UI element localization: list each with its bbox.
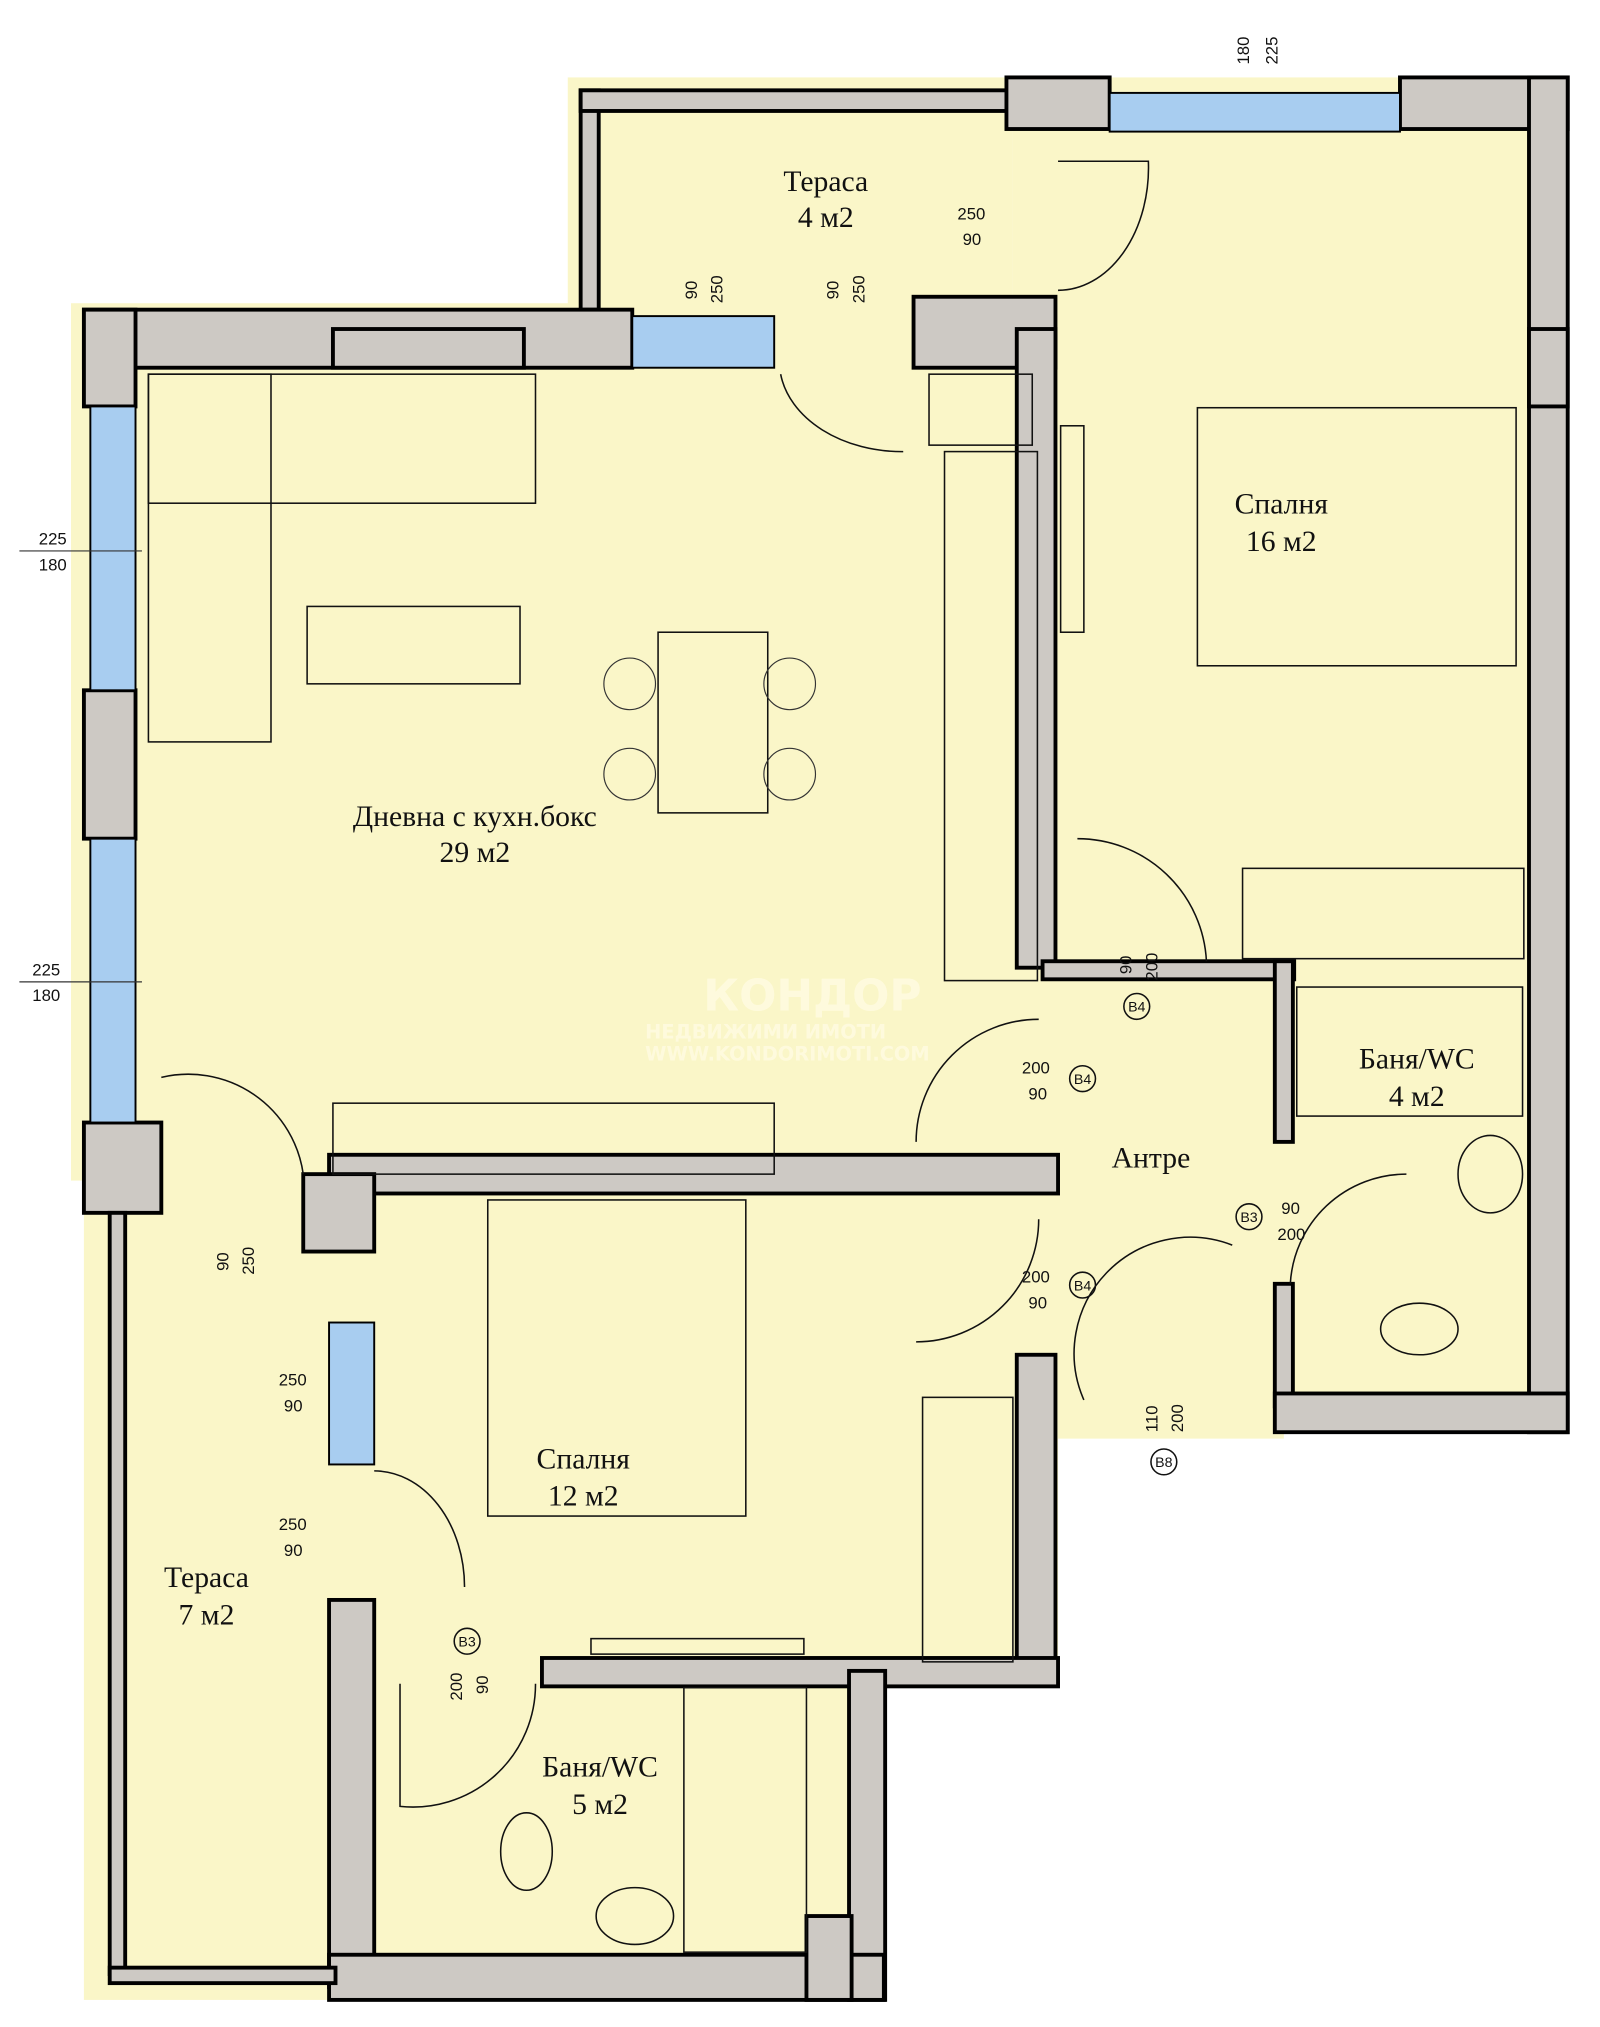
toilet-5 <box>499 1812 554 1892</box>
room-area: 29 м2 <box>440 837 511 869</box>
door-tag: В8 <box>1155 1455 1172 1471</box>
room-area: 4 м2 <box>1389 1081 1445 1113</box>
dim: 200 <box>1142 953 1161 981</box>
dim: 90 <box>1117 955 1136 974</box>
terrace-4-area <box>567 77 1013 317</box>
room-name: Дневна с кухн.бокс <box>353 801 597 833</box>
bed-12 <box>486 1199 747 1517</box>
walls <box>81 75 1570 2002</box>
dim: 110 <box>1142 1405 1161 1432</box>
bath-4-area <box>1277 974 1568 1413</box>
window-living-top <box>631 315 776 369</box>
door-tags: В4 В4 В4 В3 В3 В8 <box>453 992 1263 1655</box>
dim: 250 <box>957 204 985 223</box>
dim: 90 <box>213 1252 232 1271</box>
dim: 90 <box>1281 1199 1300 1218</box>
wardrobe-16 <box>1241 867 1525 960</box>
tv-unit-living <box>332 1102 775 1175</box>
dim: 200 <box>447 1673 466 1701</box>
dim: 225 <box>1262 37 1281 65</box>
room-labels: Тераса 4 м2 Спалня 16 м2 Дневна с кухн.б… <box>164 166 1475 1821</box>
room-name: Спалня <box>537 1443 631 1475</box>
hall-area <box>1038 961 1284 1439</box>
dim: 90 <box>473 1675 492 1694</box>
door-tag: В4 <box>1128 1000 1145 1016</box>
room-name: Баня/WC <box>542 1752 658 1784</box>
sink-5 <box>595 1886 675 1946</box>
door-swing-terrace <box>1058 160 1150 292</box>
coffee-table <box>306 605 521 685</box>
dim: 90 <box>824 281 843 300</box>
toilet-4 <box>1379 1302 1459 1356</box>
bedroom-12-area <box>322 1174 1059 1684</box>
dim: 90 <box>963 230 982 249</box>
room-name: Тераса <box>164 1562 249 1594</box>
dim: 90 <box>682 281 701 300</box>
room-area: 12 м2 <box>548 1481 619 1513</box>
dim: 225 <box>39 529 67 548</box>
dim: 180 <box>32 986 60 1005</box>
door-tag: В3 <box>1240 1210 1257 1226</box>
shower-4 <box>1295 986 1524 1117</box>
room-name: Антре <box>1112 1143 1191 1175</box>
window-living-left-2 <box>89 837 137 1124</box>
watermark-url: WWW.KONDORIMOTI.COM <box>645 1043 929 1066</box>
dim: 250 <box>279 1371 307 1390</box>
bathtub-5 <box>683 1686 808 1953</box>
dim: 250 <box>279 1515 307 1534</box>
sink-4 <box>1457 1134 1524 1214</box>
door-tag: В4 <box>1074 1072 1091 1088</box>
room-area: 5 м2 <box>572 1789 628 1821</box>
dim: 200 <box>1022 1058 1050 1077</box>
watermark-subtitle: НЕДВИЖИМИ ИМОТИ <box>645 1021 886 1044</box>
bath-5-area <box>341 1670 859 1994</box>
bedroom-16-area <box>1012 77 1568 981</box>
room-area: 16 м2 <box>1246 526 1317 558</box>
dim: 90 <box>1028 1293 1047 1312</box>
room-area: 4 м2 <box>798 202 854 234</box>
dim: 90 <box>284 1541 303 1560</box>
dim: 250 <box>708 275 727 303</box>
dimension-labels: 180 225 225 180 225 180 90 250 90 250 25… <box>19 37 1305 1701</box>
window-living-left-1 <box>89 405 137 692</box>
dim: 180 <box>1234 37 1253 65</box>
wardrobe-12 <box>921 1396 1014 1663</box>
kitchen-counter <box>943 450 1039 982</box>
dim: 90 <box>284 1397 303 1416</box>
windows <box>89 91 1401 1466</box>
dim: 250 <box>850 275 869 303</box>
room-area: 7 м2 <box>179 1599 235 1631</box>
watermark: КОНДОР НЕДВИЖИМИ ИМОТИ WWW.KONDORIMOTI.C… <box>645 970 929 1065</box>
dining-table <box>657 631 769 814</box>
dim: 200 <box>1022 1268 1050 1287</box>
dim: 225 <box>32 960 60 979</box>
dim: 200 <box>1168 1404 1187 1432</box>
watermark-brand: КОНДОР <box>703 970 921 1021</box>
room-fills <box>71 77 1568 2000</box>
window-top-bedroom <box>1108 91 1401 133</box>
dim: 250 <box>239 1247 258 1275</box>
door-tag: В4 <box>1074 1278 1091 1294</box>
room-name: Баня/WC <box>1359 1043 1475 1075</box>
room-name: Спалня <box>1235 489 1329 521</box>
furniture <box>147 160 1525 1953</box>
bed-16 <box>1196 406 1517 667</box>
dim: 90 <box>1028 1084 1047 1103</box>
dim: 180 <box>39 555 67 574</box>
dim: 200 <box>1277 1225 1305 1244</box>
room-name: Тераса <box>783 166 868 198</box>
door-tag: В3 <box>458 1634 475 1650</box>
window-bedroom12-left <box>328 1321 376 1466</box>
